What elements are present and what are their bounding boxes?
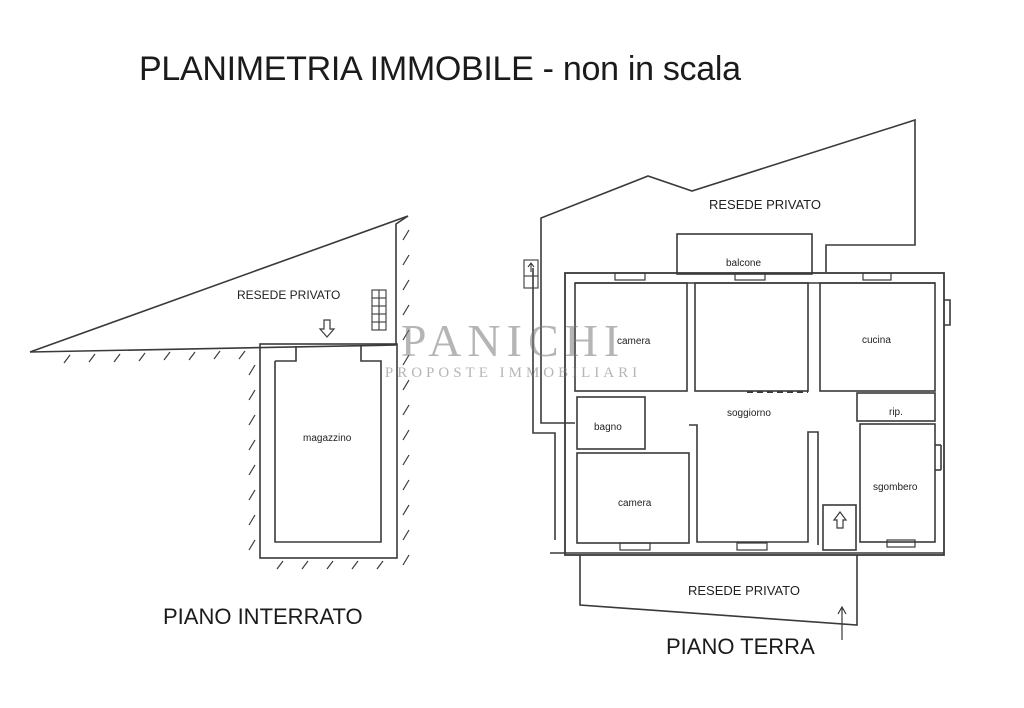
ground-resede-top-label: RESEDE PRIVATO [709,197,821,212]
ground-floor-plan [523,118,951,640]
room-soggiorno-label: soggiorno [727,408,771,419]
arrow-up-icon [837,605,847,640]
arrow-up-icon [527,262,535,272]
room-bagno-label: bagno [594,422,622,433]
basement-floor-label: PIANO INTERRATO [163,604,363,629]
basement-plan [29,215,410,570]
stair-icon [371,289,387,331]
room-balcone-label: balcone [726,258,762,269]
ground-floor-label: PIANO TERRA [666,634,815,659]
arrow-down-icon [318,319,336,338]
page-title: PLANIMETRIA IMMOBILE - non in scala [139,50,741,88]
room-cucina-label: cucina [862,335,891,346]
room-camera-top-label: camera [617,336,651,347]
basement-resede-label: RESEDE PRIVATO [237,288,341,302]
ground-resede-bottom-label: RESEDE PRIVATO [688,583,800,598]
room-sgombero-label: sgombero [873,482,918,493]
room-magazzino-label: magazzino [303,433,352,444]
stair-icon [523,259,539,289]
arrow-up-icon [832,511,848,529]
room-rip-label: rip. [889,407,903,418]
room-camera-bottom-label: camera [618,498,652,509]
